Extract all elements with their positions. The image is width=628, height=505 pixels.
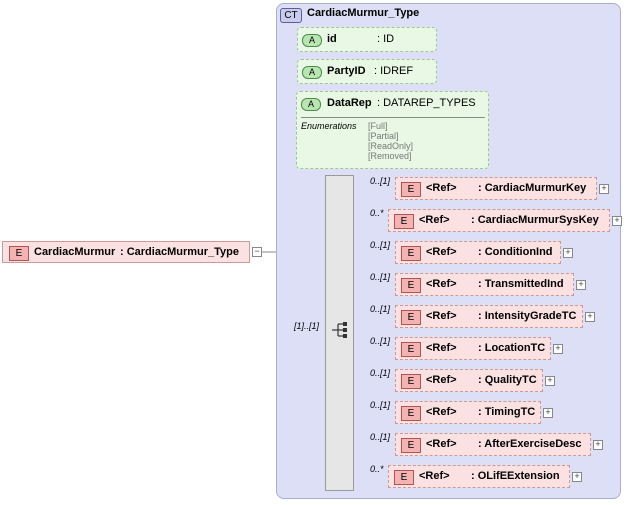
ref-element[interactable]: E <Ref> : IntensityGradeTC [395,305,583,328]
expand-icon[interactable]: + [576,280,586,290]
expand-icon[interactable]: + [543,408,553,418]
ref-cardinality: 0..[1] [370,176,391,186]
element-badge: E [401,182,421,197]
expand-icon[interactable]: + [593,440,603,450]
element-badge: E [401,438,421,453]
ref-element[interactable]: E <Ref> : LocationTC [395,337,551,360]
ref-element-name: : ConditionInd [478,246,553,258]
attribute-name: id [327,33,337,45]
enumeration-value: [Full] [368,121,388,131]
ref-label: <Ref> [426,246,457,258]
ref-label: <Ref> [426,342,457,354]
ref-element-name: : AfterExerciseDesc [478,438,582,450]
ref-element[interactable]: E <Ref> : AfterExerciseDesc [395,433,591,456]
attribute-type: : DATAREP_TYPES [377,97,476,109]
attribute-badge: A [302,34,322,47]
ref-label: <Ref> [419,214,450,226]
ref-element-name: : QualityTC [478,374,537,386]
expand-icon[interactable]: + [553,344,563,354]
attribute-datarep[interactable]: A DataRep : DATAREP_TYPES Enumerations [… [296,91,489,169]
enumerations-label: Enumerations [301,121,357,131]
root-element-name: CardiacMurmur [34,246,116,258]
element-badge: E [9,246,29,261]
expand-icon[interactable]: + [599,184,609,194]
attribute-name: DataRep [327,97,372,109]
ref-cardinality: 0..* [370,464,384,474]
expand-icon[interactable]: + [545,376,555,386]
ref-element[interactable]: E <Ref> : QualityTC [395,369,543,392]
attribute-type: : IDREF [374,65,414,77]
attribute-name: PartyID [327,65,366,77]
ref-element-name: : CardiacMurmurSysKey [471,214,599,226]
ref-element[interactable]: E <Ref> : OLifEExtension [388,465,570,488]
collapse-icon[interactable]: − [252,247,262,257]
element-badge: E [401,278,421,293]
ref-cardinality: 0..[1] [370,432,391,442]
ref-element-name: : TimingTC [478,406,536,418]
expand-icon[interactable]: + [563,248,573,258]
ref-label: <Ref> [426,182,457,194]
ref-label: <Ref> [426,438,457,450]
ref-element-name: : CardiacMurmurKey [478,182,587,194]
complex-type-name: CardiacMurmur_Type [307,7,420,19]
ref-cardinality: 0..[1] [370,336,391,346]
ref-cardinality: 0..[1] [370,272,391,282]
enumeration-value: [ReadOnly] [368,141,414,151]
ref-element[interactable]: E <Ref> : TimingTC [395,401,541,424]
enumeration-value: [Removed] [368,151,412,161]
attribute-type: : ID [377,33,395,45]
attribute-partyid[interactable]: A PartyID : IDREF [297,59,437,84]
ref-element[interactable]: E <Ref> : CardiacMurmurSysKey [388,209,610,232]
ref-label: <Ref> [419,470,450,482]
expand-icon[interactable]: + [585,312,595,322]
root-element[interactable]: E CardiacMurmur : CardiacMurmur_Type [2,241,250,263]
root-element-type: : CardiacMurmur_Type [120,246,239,258]
sequence-icon [332,322,347,338]
element-badge: E [401,310,421,325]
ref-element-name: : TransmittedInd [478,278,564,290]
element-badge: E [401,374,421,389]
element-badge: E [401,406,421,421]
element-badge: E [394,214,414,229]
ref-element[interactable]: E <Ref> : ConditionInd [395,241,561,264]
enumeration-value: [Partial] [368,131,399,141]
ref-label: <Ref> [426,406,457,418]
element-badge: E [394,470,414,485]
ref-cardinality: 0..[1] [370,304,391,314]
ref-cardinality: 0..[1] [370,240,391,250]
attribute-badge: A [302,66,322,79]
expand-icon[interactable]: + [572,472,582,482]
sequence-cardinality: [1]..[1] [294,321,320,331]
ref-label: <Ref> [426,310,457,322]
ref-element-name: : IntensityGradeTC [478,310,577,322]
divider [301,117,485,118]
attribute-badge: A [301,98,321,111]
ref-cardinality: 0..* [370,208,384,218]
ref-cardinality: 0..[1] [370,400,391,410]
complex-type-badge: CT [280,8,302,23]
ref-cardinality: 0..[1] [370,368,391,378]
sequence-compositor[interactable] [325,175,354,491]
ref-element-name: : OLifEExtension [471,470,560,482]
ref-label: <Ref> [426,374,457,386]
ref-element-name: : LocationTC [478,342,546,354]
ref-label: <Ref> [426,278,457,290]
element-badge: E [401,246,421,261]
ref-element[interactable]: E <Ref> : CardiacMurmurKey [395,177,597,200]
ref-element[interactable]: E <Ref> : TransmittedInd [395,273,574,296]
attribute-id[interactable]: A id : ID [297,27,437,52]
element-badge: E [401,342,421,357]
expand-icon[interactable]: + [612,216,622,226]
